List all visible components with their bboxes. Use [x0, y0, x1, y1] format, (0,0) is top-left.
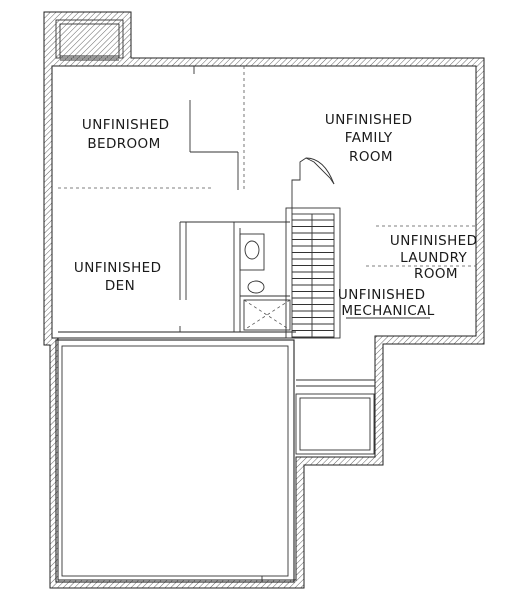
family-room-label: UNFINISHED FAMILY ROOM — [325, 112, 417, 165]
bedroom-label-line: BEDROOM — [87, 136, 160, 152]
room-labels: UNFINISHED BEDROOM UNFINISHED FAMILY ROO… — [74, 112, 482, 319]
lower-foundation — [55, 339, 295, 583]
sink-icon — [247, 280, 265, 294]
window-well — [55, 19, 124, 61]
family-room-label-line: FAMILY — [345, 130, 393, 146]
mid-wall — [58, 331, 296, 339]
mechanical-label-line: UNFINISHED — [338, 287, 425, 303]
staircase — [285, 157, 341, 339]
storage-room — [295, 393, 375, 455]
bedroom-walls — [58, 66, 245, 190]
laundry-room-label-line: ROOM — [414, 266, 458, 282]
den-label: UNFINISHED DEN — [74, 260, 166, 294]
foundation-walls — [43, 11, 485, 589]
den-walls — [179, 221, 290, 332]
laundry-room-label-line: UNFINISHED — [390, 233, 477, 249]
family-room-label-line: UNFINISHED — [325, 112, 412, 128]
laundry-room-label: UNFINISHED LAUNDRY ROOM — [390, 233, 482, 282]
bedroom-label: UNFINISHED BEDROOM — [82, 117, 174, 152]
family-room-label-line: ROOM — [349, 149, 393, 165]
toilet-icon — [244, 240, 260, 260]
mechanical-walls — [296, 225, 476, 387]
bathroom — [239, 233, 291, 331]
bedroom-label-line: UNFINISHED — [82, 117, 169, 133]
laundry-room-label-line: LAUNDRY — [400, 250, 467, 266]
den-label-line: UNFINISHED — [74, 260, 161, 276]
den-label-line: DEN — [105, 278, 135, 294]
mechanical-label-line: MECHANICAL — [341, 303, 434, 319]
mechanical-label: UNFINISHED MECHANICAL — [338, 287, 435, 319]
